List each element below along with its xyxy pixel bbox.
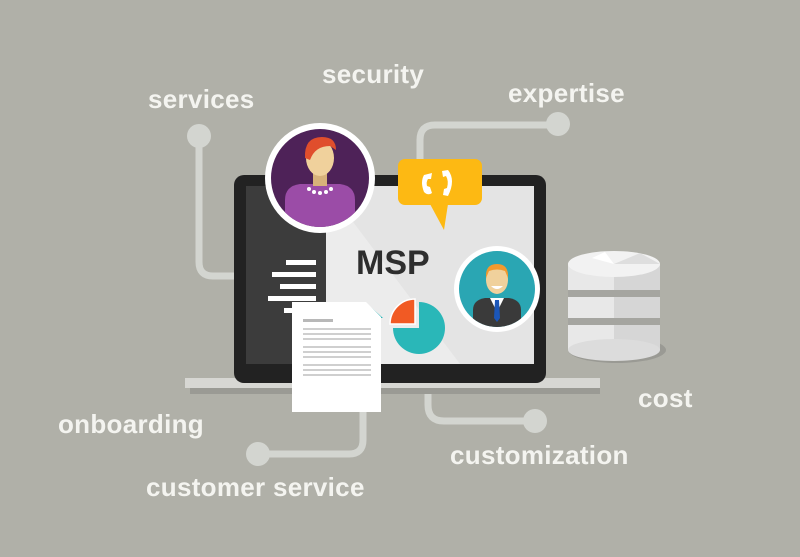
phone-chat-bubble-icon [398,159,482,230]
document-icon [292,302,381,412]
label-services: services [148,84,255,114]
label-customer-service: customer service [146,472,365,502]
msp-title: MSP [356,244,430,282]
connector-lines [195,121,562,458]
label-security: security [322,59,425,89]
man-avatar-icon [454,246,540,332]
label-onboarding: onboarding [58,409,204,439]
label-expertise: expertise [508,78,625,108]
label-customization: customization [450,440,629,470]
database-icon [568,251,666,363]
label-cost: cost [638,383,693,413]
connector-dots [187,112,570,466]
woman-avatar-icon [265,123,375,233]
